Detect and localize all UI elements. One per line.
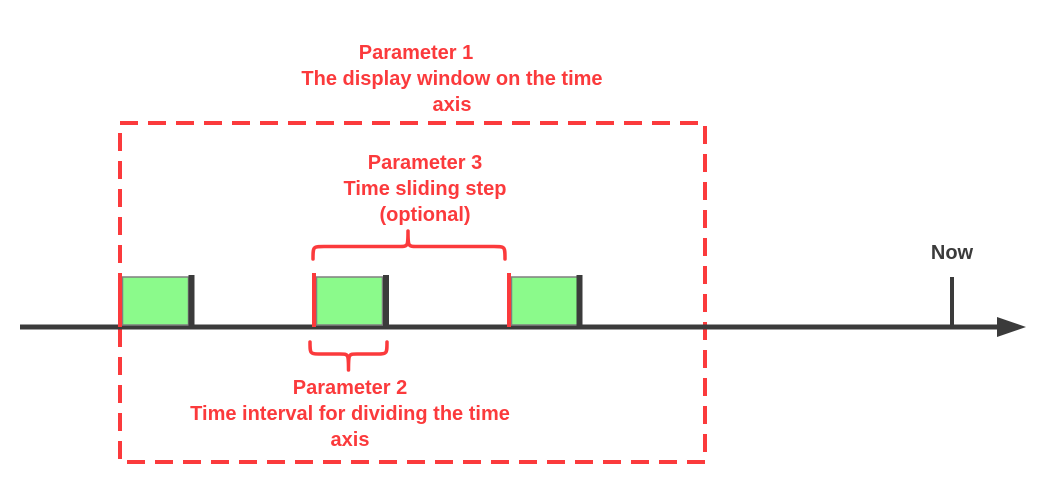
- time-block-2: [312, 273, 389, 327]
- parameter1-desc-line2: axis: [432, 94, 472, 116]
- parameter2-title: Parameter 2: [292, 377, 408, 399]
- sliding-step-brace-icon: [311, 229, 507, 261]
- interval-brace-icon: [308, 340, 389, 372]
- parameter1-desc-line1: The display window on the time: [301, 68, 603, 90]
- parameter2-desc-line1: Time interval for dividing the time: [190, 403, 510, 425]
- block-fill: [315, 276, 384, 326]
- now-label: Now: [930, 242, 974, 264]
- parameter2-desc-line2: axis: [330, 429, 370, 451]
- block-fill: [510, 276, 579, 326]
- parameter1-title: Parameter 1: [358, 42, 474, 64]
- parameter1-label: Parameter 1 The display window on the ti…: [212, 40, 692, 118]
- parameter3-label: Parameter 3 Time sliding step (optional): [275, 150, 575, 228]
- parameter3-desc-line2: (optional): [379, 204, 471, 226]
- time-block-3: [507, 273, 583, 327]
- parameter2-label: Parameter 2 Time interval for dividing t…: [130, 375, 570, 453]
- display-window-dashed-box: [118, 121, 707, 464]
- axis-arrowhead-icon: [997, 317, 1026, 337]
- parameter3-desc-line1: Time sliding step: [343, 178, 507, 200]
- time-block-1: [118, 273, 195, 327]
- parameter3-title: Parameter 3: [367, 152, 483, 174]
- block-fill: [121, 276, 190, 326]
